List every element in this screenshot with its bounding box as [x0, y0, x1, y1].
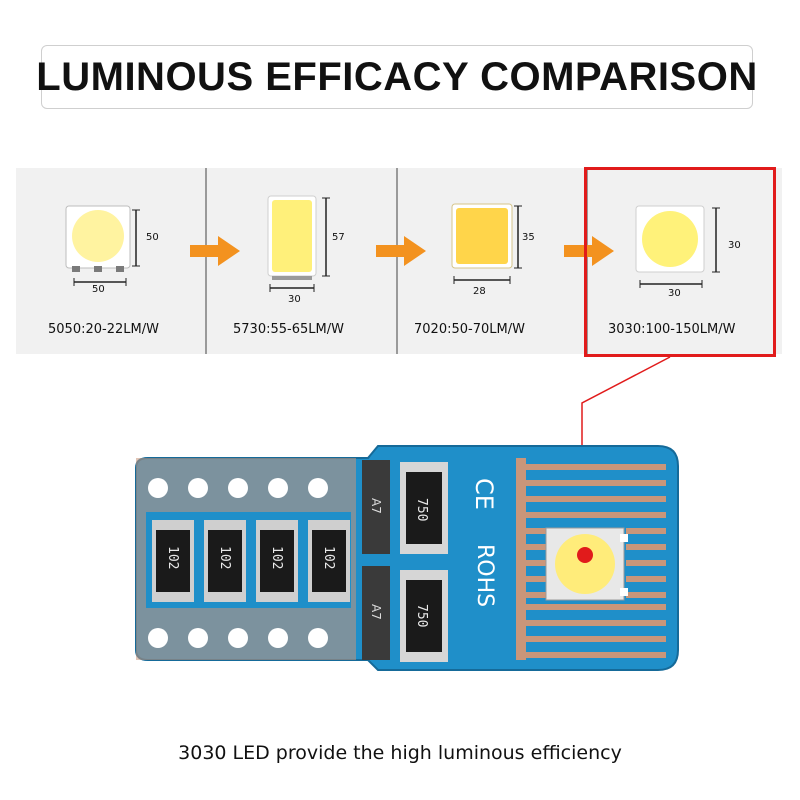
- resistor-label: 750: [414, 604, 429, 627]
- led-5050-width-label: 50: [92, 284, 105, 295]
- comparison-panel: 50 50 5050:20-22LM/W 57 30 5730:55-65LM/…: [16, 168, 782, 354]
- arrow-icon: [376, 236, 426, 266]
- led-5730-diagram: [267, 195, 330, 292]
- panel-divider: [396, 168, 398, 354]
- led-7020-width-label: 28: [473, 286, 486, 297]
- diode-label: A7: [369, 498, 383, 514]
- highlight-box: [584, 167, 776, 357]
- caption: 3030 LED provide the high luminous effic…: [178, 742, 622, 764]
- led-7020-spec: 7020:50-70LM/W: [414, 322, 525, 337]
- led-5050-height-label: 50: [146, 232, 159, 243]
- led-5730-spec: 5730:55-65LM/W: [233, 322, 344, 337]
- panel-divider: [586, 168, 588, 354]
- led-5730-width-label: 30: [288, 294, 301, 305]
- resistor-label: 750: [414, 498, 429, 521]
- led-3030-height-label: 30: [728, 240, 741, 251]
- ce-mark: CE: [470, 478, 498, 510]
- led-5050-diagram: [65, 205, 140, 286]
- rohs-mark: ROHS: [472, 544, 497, 607]
- arrow-icon: [190, 236, 240, 266]
- panel-divider: [205, 168, 207, 354]
- diode-label: A7: [369, 604, 383, 620]
- led-7020-diagram: [451, 203, 522, 284]
- page-title: LUMINOUS EFFICACY COMPARISON: [36, 54, 758, 99]
- led-3030-width-label: 30: [668, 288, 681, 299]
- arrow-icon: [564, 236, 614, 266]
- led-5050-spec: 5050:20-22LM/W: [48, 322, 159, 337]
- title-box: LUMINOUS EFFICACY COMPARISON: [36, 45, 757, 109]
- led-3030-spec: 3030:100-150LM/W: [608, 322, 736, 337]
- led-7020-height-label: 35: [522, 232, 535, 243]
- led-5730-height-label: 57: [332, 232, 345, 243]
- resistor-label: 102: [165, 546, 180, 569]
- pcb-board: 102 102 102 102 A7 A7 750 750 CE ROHS: [135, 445, 679, 671]
- resistor-label: 102: [269, 546, 284, 569]
- resistor-label: 102: [321, 546, 336, 569]
- resistor-label: 102: [217, 546, 232, 569]
- led-3030-diagram: [635, 205, 720, 288]
